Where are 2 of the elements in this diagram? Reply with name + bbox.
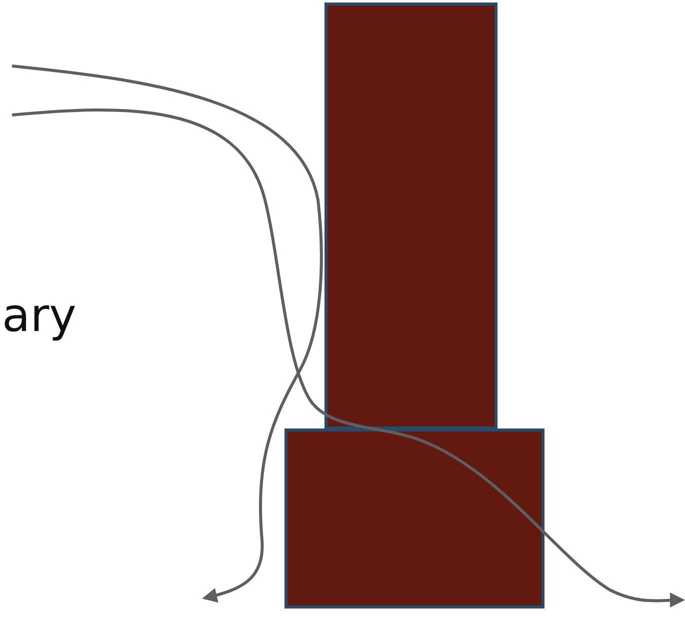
base-block	[284, 428, 544, 608]
column-block	[324, 2, 498, 430]
